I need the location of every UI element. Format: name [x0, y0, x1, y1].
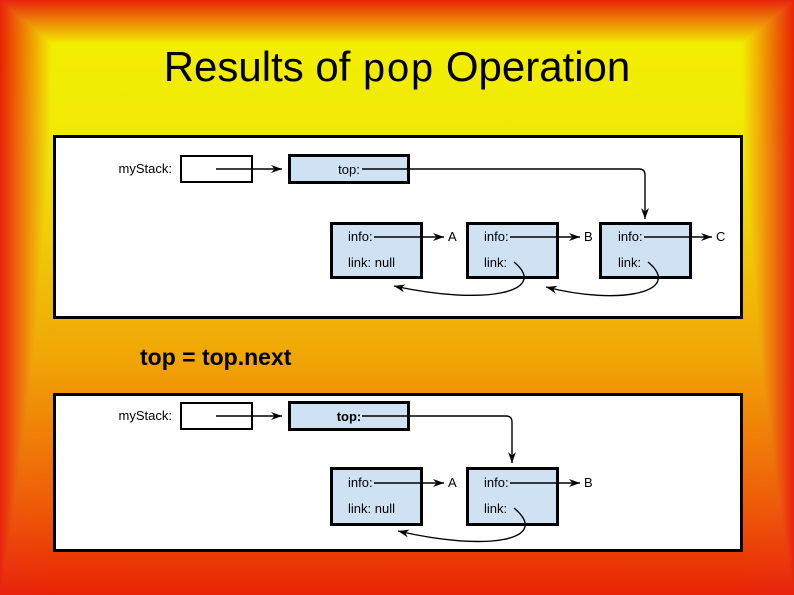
- top-label: top:: [338, 161, 360, 177]
- node-value-label: C: [716, 229, 726, 244]
- node-a: [330, 467, 423, 526]
- page-title: Results of pop Operation: [0, 42, 794, 96]
- info-label: info:: [484, 229, 509, 244]
- link-label: link: null: [348, 501, 395, 516]
- top-box: top:: [288, 154, 410, 184]
- node-b: [466, 467, 559, 526]
- node-value-label: B: [584, 229, 593, 244]
- link-label: link:: [484, 501, 508, 516]
- stack-pointer-box: [180, 402, 253, 430]
- code-line: top = top.next: [140, 344, 292, 370]
- info-label: info:: [348, 475, 373, 490]
- node-c: [599, 222, 692, 279]
- stack-label: myStack:: [118, 408, 172, 423]
- node-value-label: B: [584, 475, 593, 490]
- link-label: link: null: [348, 255, 395, 270]
- top-box: top:: [288, 401, 410, 431]
- stack-label: myStack:: [118, 161, 172, 176]
- info-label: info:: [484, 475, 509, 490]
- node-value-label: A: [448, 229, 457, 244]
- title-suffix: Operation: [434, 43, 631, 90]
- info-label: info:: [618, 229, 643, 244]
- top-label: top:: [336, 408, 362, 424]
- link-label: link:: [484, 255, 508, 270]
- stack-pointer-box: [180, 155, 253, 183]
- node-value-label: A: [448, 475, 457, 490]
- link-label: link:: [618, 255, 642, 270]
- title-code-pop: pop: [362, 49, 435, 94]
- node-a: [330, 222, 423, 279]
- info-label: info:: [348, 229, 373, 244]
- node-b: [466, 222, 559, 279]
- title-prefix: Results of: [163, 43, 363, 90]
